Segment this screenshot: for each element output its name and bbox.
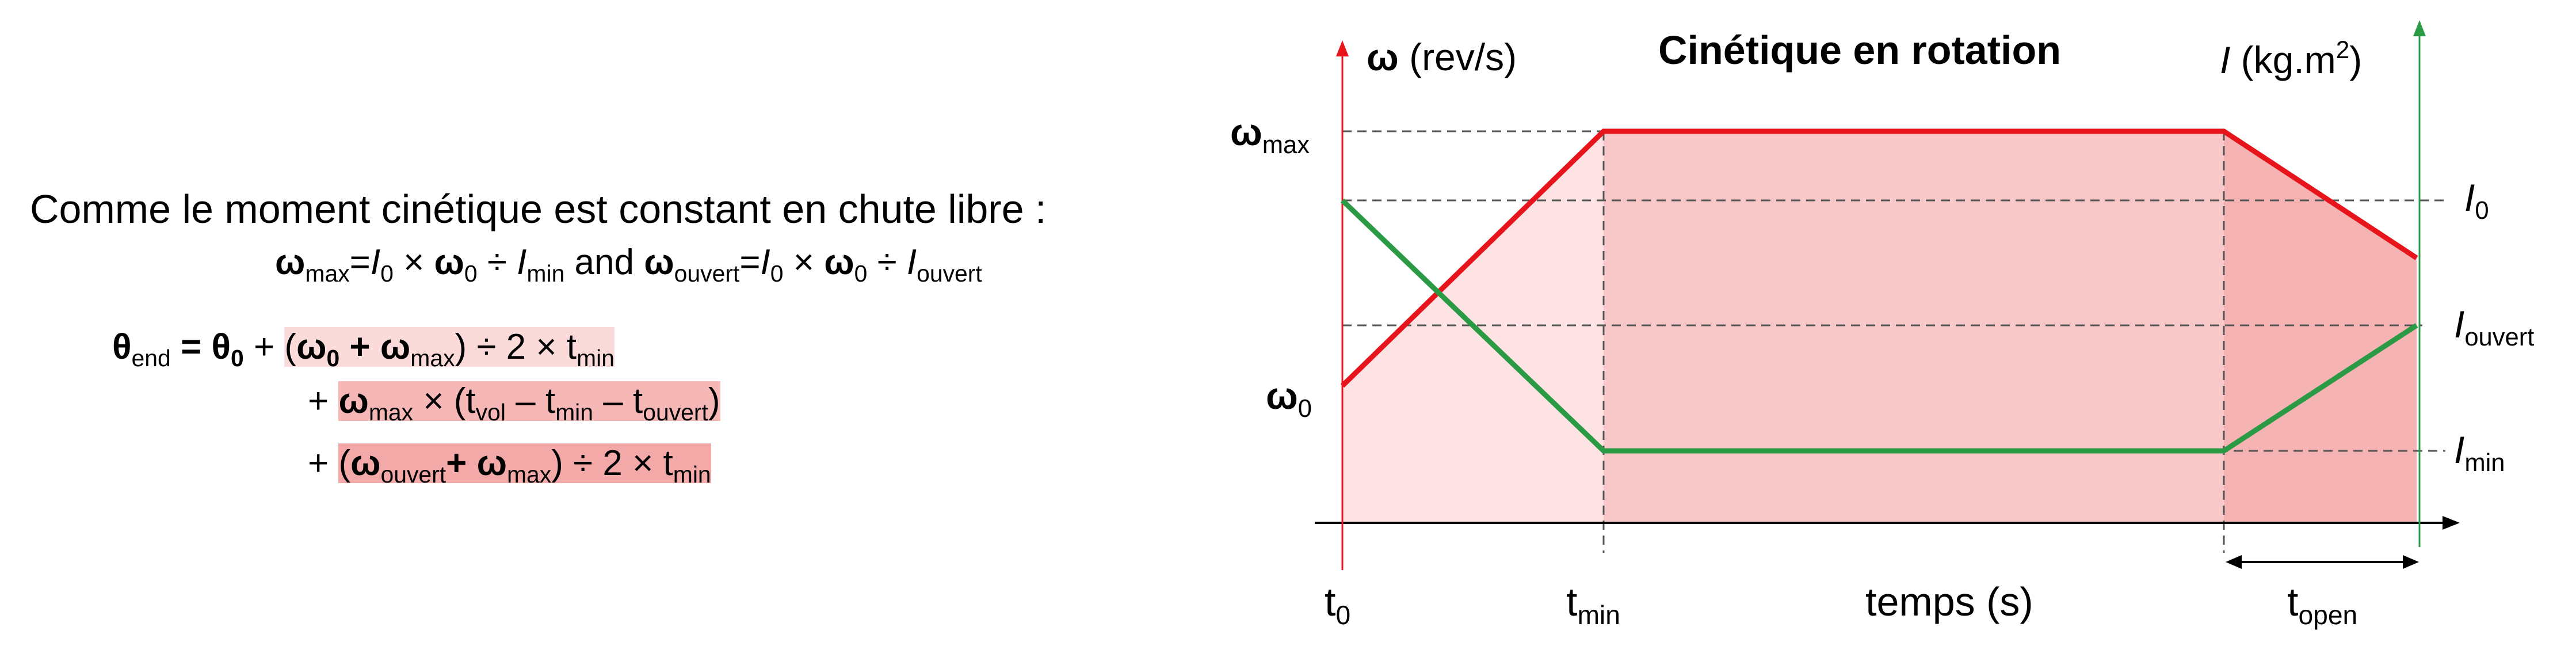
theta-term2: ωmax × (tvol – tmin – touvert) (338, 381, 720, 426)
theta-term3: (ωouvert+ ωmax) ÷ 2 × tmin (338, 443, 711, 488)
theta-equation-line1: θend = θ0 + (ω0 + ωmax) ÷ 2 × tmin (112, 327, 615, 372)
topen-arrow-right (2403, 555, 2419, 569)
right-axis-label: I (kg.m2) (2220, 36, 2363, 82)
left-axis-arrow (1336, 40, 1349, 56)
omega-equations: ωmax=I0 × ω0 ÷ Imin and ωouvert=I0 × ω0 … (275, 242, 982, 287)
omega-zero-label: ω0 (1266, 374, 1312, 423)
right-axis-arrow (2413, 20, 2426, 36)
left-axis-label: ω (rev/s) (1367, 36, 1517, 78)
fill-region-open (2224, 131, 2417, 523)
topen-arrow-left (2226, 555, 2242, 569)
inertia-curve (1340, 198, 2418, 454)
x-axis-arrow (2443, 516, 2460, 530)
tick-t0: t0 (1325, 579, 1351, 630)
omega-curve (1340, 128, 2418, 388)
tick-topen: topen (2287, 579, 2358, 630)
I0-label: I0 (2464, 176, 2489, 225)
theta-term1: (ω0 + ωmax) ÷ 2 × tmin (284, 327, 615, 372)
omega-max-label: ωmax (1230, 111, 1310, 159)
theta-equation-line2: + ωmax × (tvol – tmin – touvert) (308, 381, 720, 426)
I-ouvert-label: Iouvert (2454, 303, 2535, 351)
chart-title: Cinétique en rotation (1658, 28, 2061, 73)
intro-text: Comme le moment cinétique est constant e… (30, 187, 1047, 231)
tick-tmin: tmin (1566, 579, 1620, 630)
fill-region-constant (1604, 131, 2224, 523)
theta-equation-line3: + (ωouvert+ ωmax) ÷ 2 × tmin (308, 443, 711, 488)
I-min-label: Imin (2454, 428, 2505, 477)
x-axis-label: temps (s) (1865, 579, 2033, 624)
